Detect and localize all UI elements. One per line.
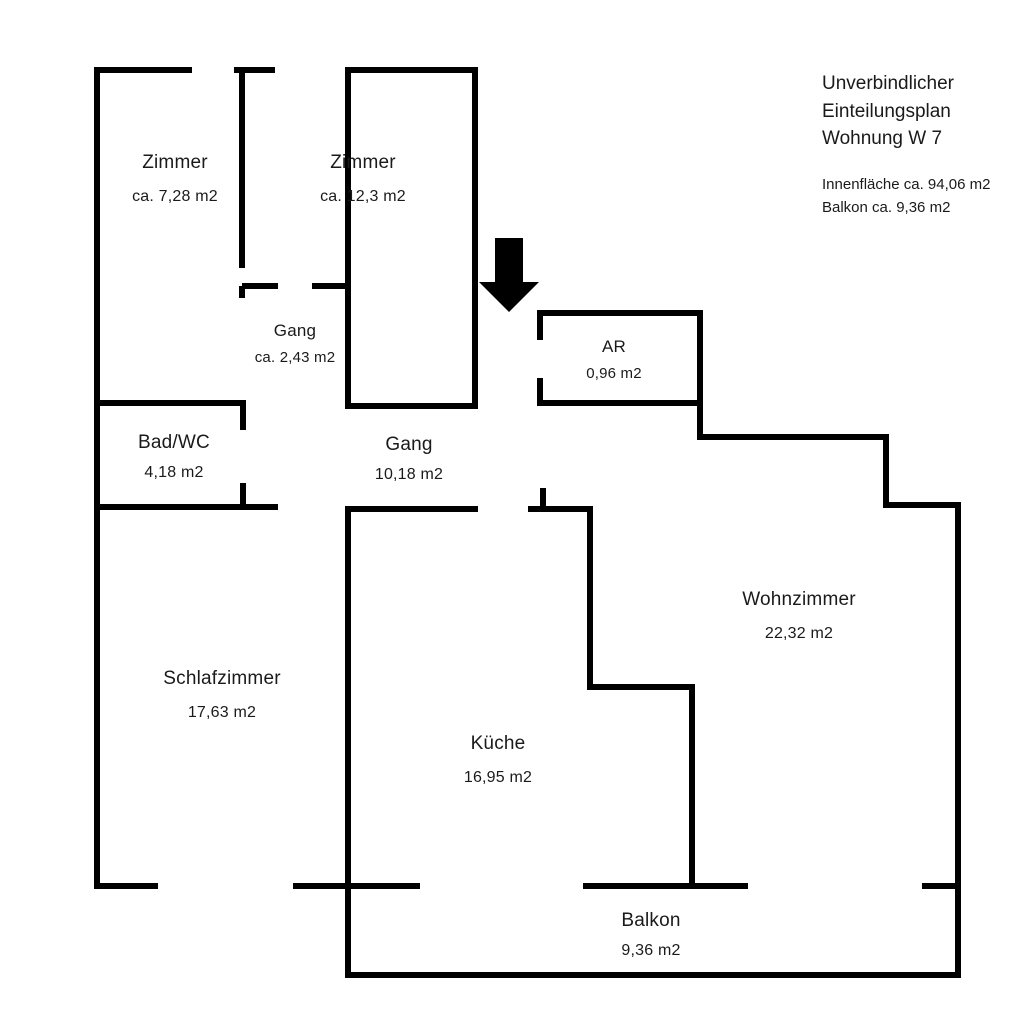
titleblock-line-1: Unverbindlicher bbox=[822, 73, 955, 94]
room-name-ar: AR bbox=[601, 337, 627, 356]
wall-group-bad-wc bbox=[97, 400, 278, 510]
wall-group-right-step bbox=[697, 310, 961, 978]
titleblock-line-2: Einteilungsplan bbox=[822, 100, 951, 122]
room-area-ar: 0,96 m2 bbox=[586, 364, 642, 382]
room-name-gang-klein: Gang bbox=[273, 321, 317, 340]
room-label-ar: AR 0,96 m2 bbox=[586, 337, 642, 382]
wall-group-balkon bbox=[345, 886, 961, 978]
room-label-zimmer-1: Zimmer ca. 7,28 m2 bbox=[132, 152, 218, 206]
wall-group-zimmer2 bbox=[312, 67, 478, 409]
room-label-kueche: Küche 16,95 m2 bbox=[464, 733, 532, 787]
room-name-schlafzimmer: Schlafzimmer bbox=[163, 668, 281, 689]
titleblock-balcony-area: Balkon ca. 9,36 m2 bbox=[822, 198, 951, 216]
room-name-wohnzimmer: Wohnzimmer bbox=[742, 589, 856, 610]
down-arrow-icon bbox=[479, 238, 539, 312]
room-label-wohnzimmer: Wohnzimmer 22,32 m2 bbox=[742, 589, 856, 643]
room-name-zimmer-2: Zimmer bbox=[330, 152, 396, 173]
room-area-kueche: 16,95 m2 bbox=[463, 768, 533, 786]
room-area-zimmer-1: ca. 7,28 m2 bbox=[132, 187, 218, 205]
room-label-bad-wc: Bad/WC 4,18 m2 bbox=[138, 432, 210, 482]
room-area-gang-klein: ca. 2,43 m2 bbox=[254, 348, 336, 366]
room-label-zimmer-2: Zimmer ca. 12,3 m2 bbox=[320, 152, 406, 206]
wall-right-stepped bbox=[697, 310, 958, 508]
titleblock-line-3: Wohnung W 7 bbox=[822, 128, 943, 150]
room-name-zimmer-1: Zimmer bbox=[142, 152, 208, 173]
room-area-bad-wc: 4,18 m2 bbox=[144, 463, 204, 481]
wall-group-zimmer1 bbox=[239, 67, 278, 298]
room-label-schlafzimmer: Schlafzimmer 17,63 m2 bbox=[163, 668, 280, 722]
room-label-gang-klein: Gang ca. 2,43 m2 bbox=[255, 321, 336, 366]
room-area-gang-gross: 10,18 m2 bbox=[374, 465, 444, 483]
room-area-schlafzimmer: 17,63 m2 bbox=[187, 703, 257, 721]
titleblock: Unverbindlicher Einteilungsplan Wohnung … bbox=[822, 70, 1022, 219]
room-label-balkon: Balkon 9,36 m2 bbox=[621, 910, 680, 960]
wall-group-ar bbox=[537, 310, 700, 406]
titleblock-areas: Innenfläche ca. 94,06 m2 Balkon ca. 9,36… bbox=[822, 173, 1022, 220]
room-name-gang-gross: Gang bbox=[385, 434, 433, 455]
entrance-arrow bbox=[479, 238, 539, 312]
room-name-balkon: Balkon bbox=[621, 910, 681, 931]
room-area-balkon: 9,36 m2 bbox=[621, 941, 681, 959]
room-area-zimmer-2: ca. 12,3 m2 bbox=[320, 187, 406, 205]
titleblock-inner-area: Innenfläche ca. 94,06 m2 bbox=[822, 175, 991, 193]
room-area-wohnzimmer: 22,32 m2 bbox=[764, 624, 834, 642]
wall-group-kueche bbox=[345, 488, 695, 889]
room-name-kueche: Küche bbox=[470, 733, 526, 754]
room-name-bad-wc: Bad/WC bbox=[138, 432, 210, 453]
room-label-gang-gross: Gang 10,18 m2 bbox=[375, 434, 443, 484]
